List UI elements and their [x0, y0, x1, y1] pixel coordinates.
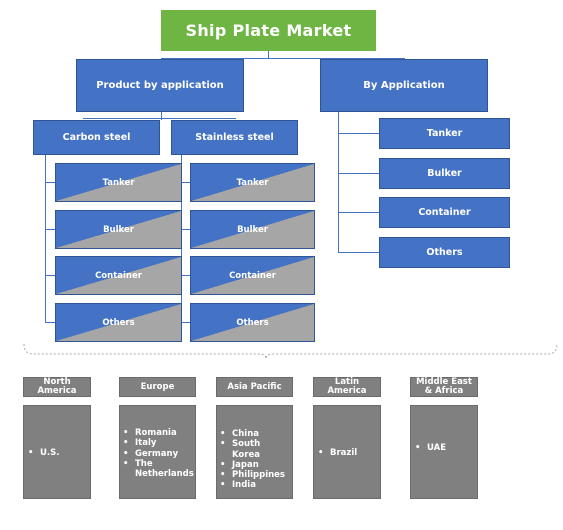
application-tanker-box: Tanker — [379, 118, 510, 149]
region-europe-header: Europe — [119, 377, 196, 397]
stainless-others-box: Others — [190, 303, 315, 342]
region-north-america-header: North America — [23, 377, 91, 397]
carbon-bulker-box: Bulker — [55, 210, 182, 249]
application-others-box: Others — [379, 237, 510, 268]
connector-stainless-bulker — [181, 229, 190, 230]
connector-stainless-others — [181, 322, 190, 323]
region-latin-america-list: Brazil — [313, 405, 381, 499]
region-item: Philippines — [220, 470, 290, 481]
carbon-steel-box: Carbon steel — [33, 120, 160, 155]
region-item: U.S. — [28, 448, 87, 459]
connector-material-horizontal — [83, 118, 236, 119]
stainless-steel-box: Stainless steel — [171, 120, 298, 155]
region-item: Italy — [123, 438, 193, 449]
connector-stainless-tanker — [181, 182, 190, 183]
region-item: Brazil — [318, 448, 377, 459]
application-container-box: Container — [379, 197, 510, 228]
region-europe-list: Romania Italy Germany The Netherlands — [119, 405, 196, 499]
connector-top-horizontal — [161, 58, 405, 59]
connector-product-down — [161, 112, 162, 120]
connector-app-container — [338, 212, 379, 213]
connector-stainless-container — [181, 275, 190, 276]
region-north-america-list: U.S. — [23, 405, 91, 499]
region-latin-america-header: Latin America — [313, 377, 381, 397]
region-item: Japan — [220, 460, 290, 471]
product-by-application-box: Product by application — [76, 59, 244, 112]
connector-app-bulker — [338, 173, 379, 174]
carbon-others-box: Others — [55, 303, 182, 342]
region-asia-pacific-list: China South Korea Japan Philippines Indi… — [216, 405, 293, 499]
carbon-tanker-box: Tanker — [55, 163, 182, 202]
stainless-tanker-box: Tanker — [190, 163, 315, 202]
region-item: South Korea — [220, 439, 290, 460]
stainless-bulker-box: Bulker — [190, 210, 315, 249]
connector-carbon-bulker — [45, 229, 55, 230]
by-application-box: By Application — [320, 59, 488, 112]
region-item: India — [220, 480, 290, 491]
region-item: UAE — [415, 443, 474, 454]
carbon-container-box: Container — [55, 256, 182, 295]
application-bulker-box: Bulker — [379, 158, 510, 189]
region-item: Romania — [123, 428, 193, 439]
brace-svg — [23, 343, 558, 360]
connector-carbon-container — [45, 275, 55, 276]
connector-carbon-others — [45, 322, 55, 323]
stainless-container-box: Container — [190, 256, 315, 295]
connector-app-tanker — [338, 133, 379, 134]
region-item: China — [220, 429, 290, 440]
connector-app-others — [338, 252, 379, 253]
region-middle-east-africa-header: Middle East & Africa — [410, 377, 478, 397]
connector-carbon-tanker — [45, 182, 55, 183]
connector-application-vertical — [338, 112, 339, 253]
connector-title-down — [268, 51, 269, 59]
region-asia-pacific-header: Asia Pacific — [216, 377, 293, 397]
region-middle-east-africa-list: UAE — [410, 405, 478, 499]
region-item: Germany — [123, 449, 193, 460]
region-brace — [23, 343, 558, 360]
connector-carbon-vertical — [45, 155, 46, 323]
diagram-title: Ship Plate Market — [161, 10, 376, 51]
region-item: The Netherlands — [123, 459, 194, 480]
